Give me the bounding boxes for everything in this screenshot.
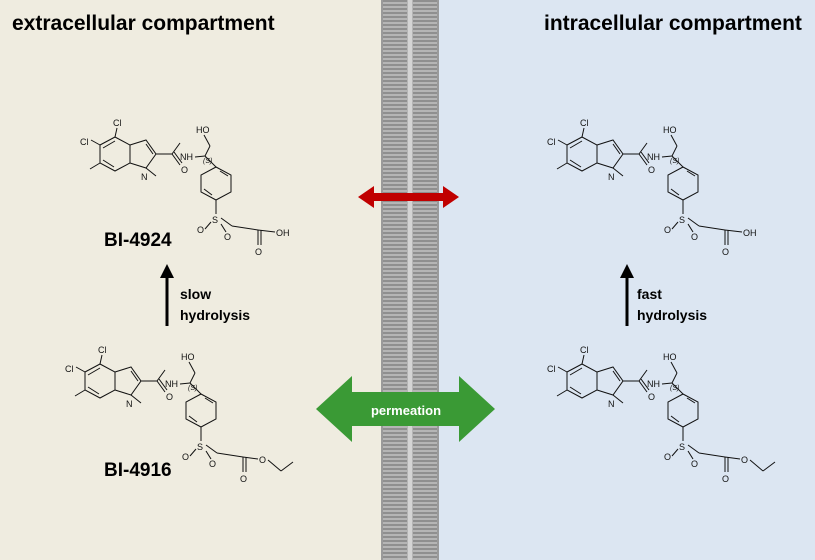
atom-cl: Cl — [580, 118, 589, 128]
atom-o: O — [240, 474, 247, 484]
bi-4924-label: BI-4924 — [104, 230, 172, 251]
atom-o: O — [166, 392, 173, 402]
atom-o: O — [224, 232, 231, 242]
atom-n: N — [608, 399, 615, 409]
atom-o: O — [648, 392, 655, 402]
atom-oh: OH — [743, 228, 757, 238]
bi-4916-structure-left: Cl Cl N NH O HO (S) S O O O O — [65, 345, 294, 484]
atom-s: S — [679, 215, 685, 225]
atom-o: O — [691, 232, 698, 242]
atom-cl: Cl — [80, 137, 89, 147]
atom-o: O — [722, 247, 729, 257]
atom-o: O — [648, 165, 655, 175]
atom-s: S — [679, 442, 685, 452]
atom-s: S — [197, 442, 203, 452]
atom-n: N — [141, 172, 148, 182]
atom-o: O — [209, 459, 216, 469]
slow-hydrolysis-label: slow hydrolysis — [180, 284, 250, 326]
stereo-label: (S) — [203, 158, 212, 165]
atom-cl: Cl — [65, 364, 74, 374]
atom-o: O — [182, 452, 189, 462]
atom-nh: NH — [165, 379, 178, 389]
fast-word: fast — [637, 286, 662, 302]
hydrolysis-word: hydrolysis — [180, 307, 251, 323]
atom-ho: HO — [196, 125, 210, 135]
impermeable-double-arrow — [358, 186, 459, 208]
atom-cl: Cl — [547, 137, 556, 147]
fast-hydrolysis-arrow — [620, 264, 634, 326]
atom-ho: HO — [663, 352, 677, 362]
atom-o: O — [664, 225, 671, 235]
atom-nh: NH — [647, 379, 660, 389]
atom-cl: Cl — [547, 364, 556, 374]
atom-nh: NH — [647, 152, 660, 162]
atom-o: O — [691, 459, 698, 469]
atom-n: N — [608, 172, 615, 182]
fast-hydrolysis-label: fast hydrolysis — [637, 284, 707, 326]
stereo-label: (S) — [670, 385, 679, 392]
atom-o: O — [197, 225, 204, 235]
atom-oh: OH — [276, 228, 290, 238]
atom-cl: Cl — [113, 118, 122, 128]
bi-4916-label: BI-4916 — [104, 460, 172, 481]
atom-o: O — [259, 455, 266, 465]
bi-4916-structure-right: Cl Cl N NH O HO (S) S O O O O — [547, 345, 776, 484]
extracellular-title: extracellular compartment — [12, 12, 275, 35]
atom-cl: Cl — [580, 345, 589, 355]
stereo-label: (S) — [670, 158, 679, 165]
extracellular-compartment — [0, 0, 382, 560]
atom-o: O — [722, 474, 729, 484]
cell-membrane — [381, 0, 439, 560]
atom-o: O — [181, 165, 188, 175]
intracellular-title: intracellular compartment — [544, 12, 802, 35]
bi-4924-structure-right: Cl Cl N NH O HO (S) S O O O OH — [547, 118, 757, 257]
stereo-label: (S) — [188, 385, 197, 392]
atom-ho: HO — [181, 352, 195, 362]
atom-cl: Cl — [98, 345, 107, 355]
atom-o: O — [664, 452, 671, 462]
atom-o: O — [741, 455, 748, 465]
slow-hydrolysis-arrow — [160, 264, 174, 326]
slow-word: slow — [180, 286, 212, 302]
hydrolysis-word: hydrolysis — [637, 307, 708, 323]
atom-ho: HO — [663, 125, 677, 135]
atom-nh: NH — [180, 152, 193, 162]
atom-o: O — [255, 247, 262, 257]
bi-4924-structure-left: Cl Cl N NH O HO (S) S O O O OH — [80, 118, 290, 257]
atom-n: N — [126, 399, 133, 409]
atom-s: S — [212, 215, 218, 225]
permeation-double-arrow — [316, 376, 495, 442]
permeation-label: permeation — [371, 403, 441, 418]
